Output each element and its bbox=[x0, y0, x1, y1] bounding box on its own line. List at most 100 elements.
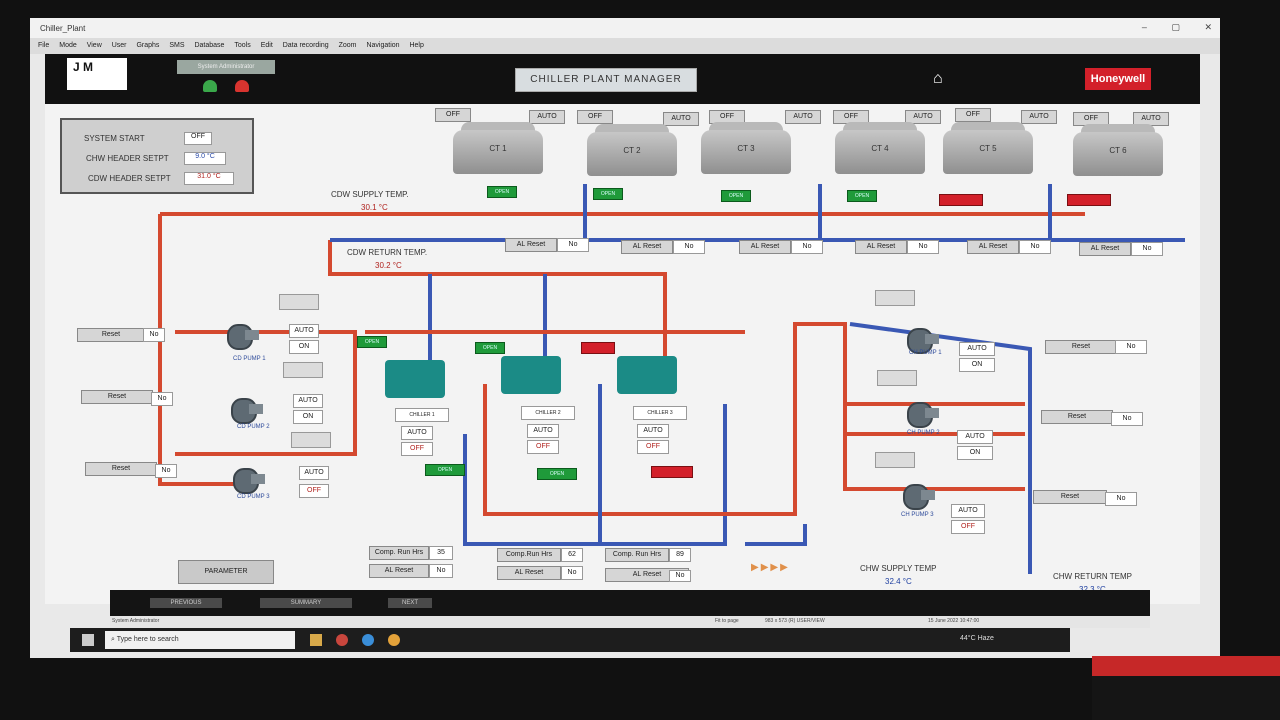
menu-tools[interactable]: Tools bbox=[234, 42, 251, 49]
chiller2-unit[interactable] bbox=[501, 356, 561, 394]
ch-pump3-reset-value[interactable]: No bbox=[1105, 492, 1137, 506]
taskbar-search[interactable]: ⌕ Type here to search bbox=[105, 631, 295, 649]
ch-pump1-mode[interactable]: AUTO bbox=[959, 342, 995, 356]
chiller2-alarm-reset[interactable]: AL Reset bbox=[497, 566, 561, 580]
chiller2-alarm-value[interactable]: No bbox=[561, 566, 583, 580]
menu-view[interactable]: View bbox=[86, 42, 102, 49]
system-start-toggle[interactable]: OFF bbox=[184, 132, 212, 145]
ch-pump2-icon[interactable] bbox=[907, 400, 939, 428]
maximize-icon[interactable]: ▢ bbox=[1171, 22, 1180, 32]
chrome-icon[interactable] bbox=[388, 634, 400, 646]
cd-pump3-mode[interactable]: AUTO bbox=[299, 466, 329, 480]
cd-pump1-reset-value[interactable]: No bbox=[143, 328, 165, 342]
edge-icon[interactable] bbox=[362, 634, 374, 646]
ct5-auto-button[interactable]: AUTO bbox=[1021, 110, 1057, 124]
ct5-alarm-reset[interactable]: AL Reset bbox=[967, 240, 1019, 254]
cd-pump2-state[interactable]: ON bbox=[293, 410, 323, 424]
ct3-alarm-value[interactable]: No bbox=[791, 240, 823, 254]
chiller1-alarm-reset[interactable]: AL Reset bbox=[369, 564, 429, 578]
chiller3-unit[interactable] bbox=[617, 356, 677, 394]
ch-pump1-state[interactable]: ON bbox=[959, 358, 995, 372]
chiller3-state[interactable]: OFF bbox=[637, 440, 669, 454]
menu-user[interactable]: User bbox=[111, 42, 127, 49]
summary-button[interactable]: SUMMARY bbox=[260, 598, 352, 608]
ct4-alarm-value[interactable]: No bbox=[907, 240, 939, 254]
cd-pump3-reset[interactable]: Reset bbox=[85, 462, 157, 476]
chiller3-alarm-value[interactable]: No bbox=[669, 570, 691, 582]
menu-edit[interactable]: Edit bbox=[260, 42, 273, 49]
menu-database[interactable]: Database bbox=[194, 42, 225, 49]
ct2-alarm-value[interactable]: No bbox=[673, 240, 705, 254]
ch-pump3-icon[interactable] bbox=[903, 482, 935, 510]
chiller2-state[interactable]: OFF bbox=[527, 440, 559, 454]
ct5-off-button[interactable]: OFF bbox=[955, 108, 991, 122]
ct6-alarm-value[interactable]: No bbox=[1131, 242, 1163, 256]
ch-pump3-mode[interactable]: AUTO bbox=[951, 504, 985, 518]
ct3-alarm-reset[interactable]: AL Reset bbox=[739, 240, 791, 254]
ch-pump3-state[interactable]: OFF bbox=[951, 520, 985, 534]
cd-pump2-icon[interactable] bbox=[231, 396, 263, 424]
ch-pump2-mode[interactable]: AUTO bbox=[957, 430, 993, 444]
ct2-off-button[interactable]: OFF bbox=[577, 110, 613, 124]
parameter-button[interactable]: PARAMETER bbox=[178, 560, 274, 584]
cd-pump1-state[interactable]: ON bbox=[289, 340, 319, 354]
windows-start-icon[interactable] bbox=[82, 634, 94, 646]
close-icon[interactable]: ✕ bbox=[1204, 22, 1212, 32]
cdw-setpt-input[interactable]: 31.0 °C bbox=[184, 172, 234, 185]
chiller1-mode[interactable]: AUTO bbox=[401, 426, 433, 440]
user-red-icon[interactable] bbox=[235, 80, 249, 92]
ch-pump3-reset[interactable]: Reset bbox=[1033, 490, 1107, 504]
file-explorer-icon[interactable] bbox=[310, 634, 322, 646]
menu-help[interactable]: Help bbox=[409, 42, 424, 49]
ch-pump1-reset[interactable]: Reset bbox=[1045, 340, 1117, 354]
cd-pump3-reset-value[interactable]: No bbox=[155, 464, 177, 478]
next-button[interactable]: NEXT bbox=[388, 598, 432, 608]
chw-setpt-input[interactable]: 9.0 °C bbox=[184, 152, 226, 165]
app-icon[interactable] bbox=[336, 634, 348, 646]
ct2-auto-button[interactable]: AUTO bbox=[663, 112, 699, 126]
ct1-alarm-value[interactable]: No bbox=[557, 238, 589, 252]
minimize-icon[interactable]: – bbox=[1141, 22, 1147, 32]
previous-button[interactable]: PREVIOUS bbox=[150, 598, 222, 608]
menu-zoom[interactable]: Zoom bbox=[338, 42, 357, 49]
ch-pump1-icon[interactable] bbox=[907, 326, 939, 354]
menu-data-recording[interactable]: Data recording bbox=[282, 42, 329, 49]
ch-pump2-state[interactable]: ON bbox=[957, 446, 993, 460]
cd-pump1-icon[interactable] bbox=[227, 322, 259, 350]
chiller1-state[interactable]: OFF bbox=[401, 442, 433, 456]
ch-pump1-reset-value[interactable]: No bbox=[1115, 340, 1147, 354]
ch-pump2-reset-value[interactable]: No bbox=[1111, 412, 1143, 426]
cd-pump3-state[interactable]: OFF bbox=[299, 484, 329, 498]
cd-pump3-icon[interactable] bbox=[233, 466, 265, 494]
chiller1-unit[interactable] bbox=[385, 360, 445, 398]
menu-mode[interactable]: Mode bbox=[59, 42, 77, 49]
ct6-alarm-reset[interactable]: AL Reset bbox=[1079, 242, 1131, 256]
cd-pump2-reset-value[interactable]: No bbox=[151, 392, 173, 406]
ct6-off-button[interactable]: OFF bbox=[1073, 112, 1109, 126]
ct3-tower[interactable]: CT 3 bbox=[701, 122, 791, 178]
ct5-tower[interactable]: CT 5 bbox=[943, 122, 1033, 178]
ct5-alarm-value[interactable]: No bbox=[1019, 240, 1051, 254]
ct1-off-button[interactable]: OFF bbox=[435, 108, 471, 122]
ct4-tower[interactable]: CT 4 bbox=[835, 122, 925, 178]
cd-pump2-reset[interactable]: Reset bbox=[81, 390, 153, 404]
ch-pump2-reset[interactable]: Reset bbox=[1041, 410, 1113, 424]
ct1-auto-button[interactable]: AUTO bbox=[529, 110, 565, 124]
ct3-auto-button[interactable]: AUTO bbox=[785, 110, 821, 124]
ct2-tower[interactable]: CT 2 bbox=[587, 124, 677, 180]
chiller1-alarm-value[interactable]: No bbox=[429, 564, 453, 578]
chiller2-mode[interactable]: AUTO bbox=[527, 424, 559, 438]
ct2-alarm-reset[interactable]: AL Reset bbox=[621, 240, 673, 254]
menu-file[interactable]: File bbox=[38, 42, 50, 49]
menu-navigation[interactable]: Navigation bbox=[366, 42, 400, 49]
cd-pump2-mode[interactable]: AUTO bbox=[293, 394, 323, 408]
cd-pump1-mode[interactable]: AUTO bbox=[289, 324, 319, 338]
user-green-icon[interactable] bbox=[203, 80, 217, 92]
ct4-alarm-reset[interactable]: AL Reset bbox=[855, 240, 907, 254]
chiller3-mode[interactable]: AUTO bbox=[637, 424, 669, 438]
ct4-auto-button[interactable]: AUTO bbox=[905, 110, 941, 124]
ct6-tower[interactable]: CT 6 bbox=[1073, 124, 1163, 180]
menu-sms[interactable]: SMS bbox=[169, 42, 185, 49]
cd-pump1-reset[interactable]: Reset bbox=[77, 328, 145, 342]
home-icon[interactable]: ⌂ bbox=[933, 70, 943, 87]
